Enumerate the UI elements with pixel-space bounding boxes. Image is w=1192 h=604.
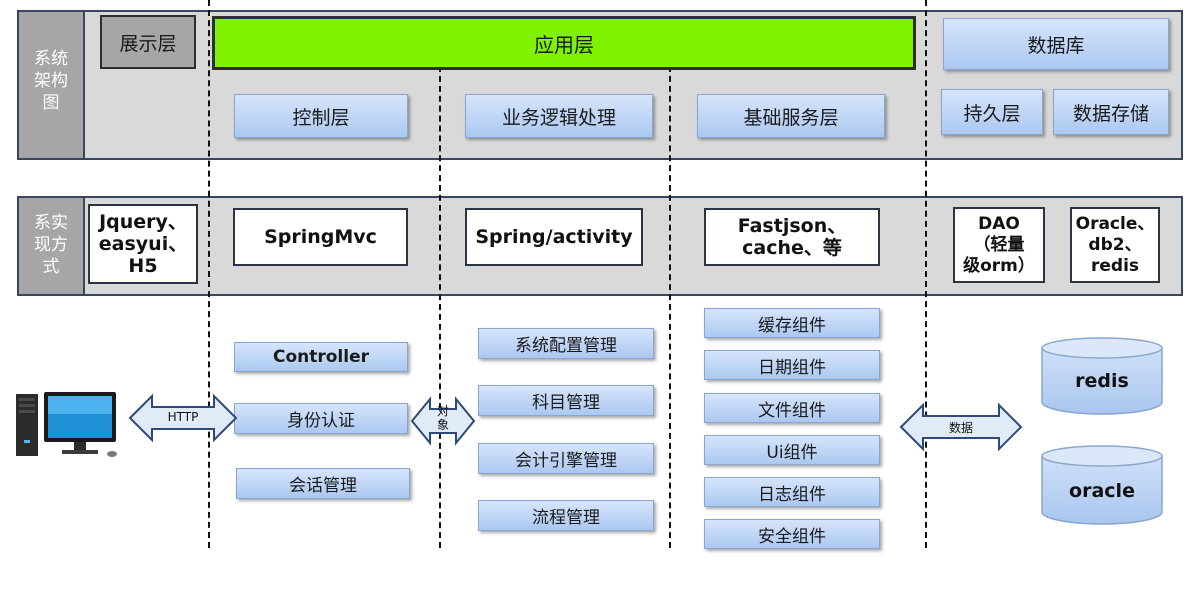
control-layer-label: 控制层 (292, 106, 350, 129)
control-layer-box: 控制层 (234, 94, 408, 138)
process-management-label: 流程管理 (532, 508, 600, 528)
dao-box: DAO （轻量 级orm） (953, 207, 1045, 283)
data-arrow-label: 数据 (948, 421, 973, 435)
divider-database (925, 0, 927, 548)
oracle-cylinder (1041, 445, 1163, 525)
date-component-label: 日期组件 (758, 357, 826, 378)
authentication-item: 身份认证 (234, 403, 408, 434)
computer-icon (16, 392, 117, 457)
object-arrow-label: 对 象 (436, 404, 449, 432)
object-double-arrow (410, 396, 476, 446)
authentication-label: 身份认证 (287, 411, 355, 431)
ui-component-item: Ui组件 (704, 435, 880, 465)
http-arrow-label: HTTP (167, 410, 199, 424)
cache-component-label: 缓存组件 (758, 315, 826, 336)
divider-business-service (669, 66, 671, 548)
springmvc-box: SpringMvc (233, 208, 408, 266)
architecture-side-label: 系统 架构 图 (19, 12, 85, 158)
frontend-tech-box: Jquery、 easyui、 H5 (88, 204, 198, 284)
file-component-item: 文件组件 (704, 393, 880, 423)
application-layer-label: 应用层 (534, 32, 594, 57)
persistence-layer-label: 持久层 (963, 102, 1021, 125)
accounting-engine-label: 会计引擎管理 (515, 451, 617, 471)
system-config-item: 系统配置管理 (478, 328, 654, 359)
subject-management-label: 科目管理 (532, 393, 600, 413)
subject-management-item: 科目管理 (478, 385, 654, 416)
spring-activity-box: Spring/activity (465, 208, 643, 266)
oracle-label: oracle (1069, 480, 1135, 502)
file-component-label: 文件组件 (758, 400, 826, 421)
ui-component-label: Ui组件 (766, 442, 818, 463)
application-layer-box: 应用层 (212, 16, 916, 70)
presentation-layer-label: 展示层 (119, 32, 177, 55)
springmvc-label: SpringMvc (264, 226, 377, 248)
divider-control-business (439, 66, 441, 548)
basic-service-label: 基础服务层 (743, 106, 839, 129)
controller-label: Controller (272, 347, 369, 367)
session-management-item: 会话管理 (236, 468, 410, 499)
basic-service-box: 基础服务层 (697, 94, 885, 138)
database-layer-box: 数据库 (943, 18, 1169, 70)
security-component-item: 安全组件 (704, 519, 880, 549)
business-logic-label: 业务逻辑处理 (501, 106, 616, 129)
database-layer-label: 数据库 (1027, 34, 1085, 57)
presentation-layer-box: 展示层 (100, 15, 196, 69)
fastjson-box: Fastjson、 cache、等 (704, 208, 880, 266)
security-component-label: 安全组件 (758, 526, 826, 547)
divider-presentation (208, 0, 210, 548)
process-management-item: 流程管理 (478, 500, 654, 531)
log-component-item: 日志组件 (704, 477, 880, 507)
redis-label: redis (1075, 370, 1129, 392)
persistence-layer-box: 持久层 (941, 89, 1043, 135)
business-logic-box: 业务逻辑处理 (465, 94, 653, 138)
spring-activity-label: Spring/activity (475, 226, 633, 248)
accounting-engine-item: 会计引擎管理 (478, 443, 654, 474)
implementation-side-label: 系实 现方 式 (19, 198, 85, 294)
data-double-arrow (899, 402, 1023, 452)
system-config-label: 系统配置管理 (515, 336, 617, 356)
http-double-arrow (128, 393, 238, 443)
database-tech-box: Oracle、 db2、 redis (1070, 207, 1160, 283)
log-component-label: 日志组件 (758, 484, 826, 505)
controller-item: Controller (234, 342, 408, 372)
date-component-item: 日期组件 (704, 350, 880, 380)
redis-cylinder (1041, 337, 1163, 415)
session-management-label: 会话管理 (289, 476, 357, 496)
cache-component-item: 缓存组件 (704, 308, 880, 338)
data-storage-box: 数据存储 (1053, 89, 1169, 135)
data-storage-label: 数据存储 (1072, 102, 1149, 125)
